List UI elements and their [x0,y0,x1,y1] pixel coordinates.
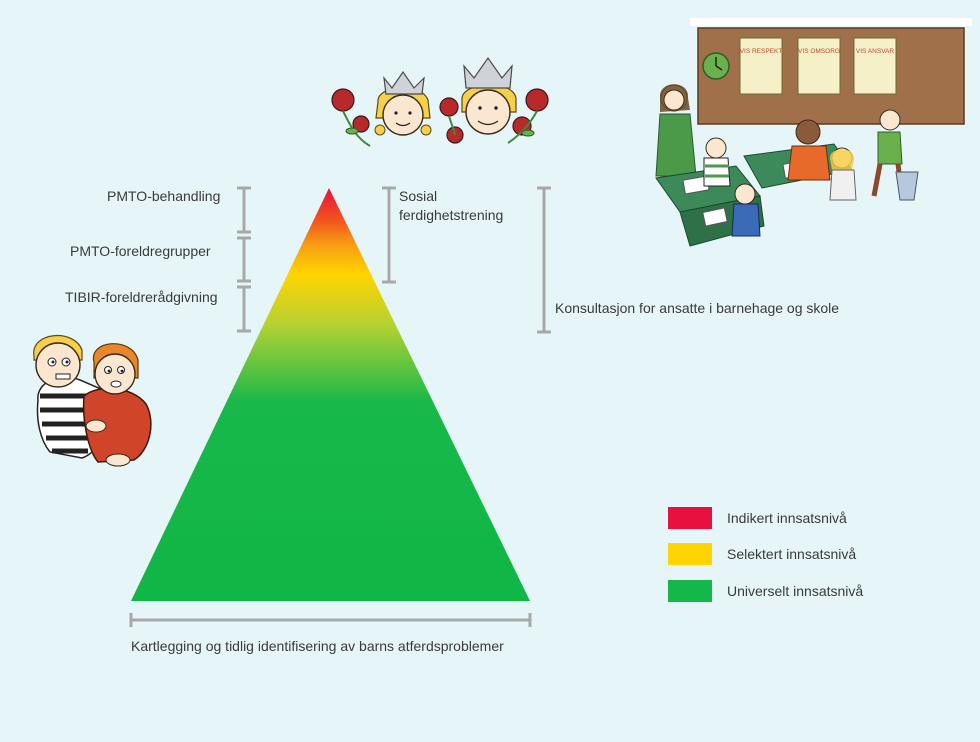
legend-swatch-yellow [668,543,712,565]
label-base-kartlegging: Kartlegging og tidlig identifisering av … [131,638,504,654]
clock-icon [702,52,730,80]
base-bracket [129,613,532,627]
legend-label-selektert: Selektert innsatsnivå [727,546,857,562]
intervention-pyramid [131,188,530,601]
label-sosial-line1: Sosial [399,188,438,204]
poster-ansvar: VIS ANSVAR [856,48,894,55]
classroom-illustration: VIS RESPEKT VIS OMSORG VIS ANSVAR [655,18,972,247]
left-bracket-pmto-foreldregrupper [237,236,251,283]
legend-label-indikert: Indikert innsatsnivå [727,510,847,526]
left-bracket-tibir [237,285,251,333]
left-bracket-pmto-behandling [237,186,251,234]
children-hugging-illustration [33,335,152,467]
label-konsultasjon: Konsultasjon for ansatte i barnehage og … [555,300,840,316]
crowned-children-illustration [331,56,549,147]
poster-respekt: VIS RESPEKT [740,48,783,55]
legend-item-universelt: Universelt innsatsnivå [668,580,863,602]
label-sosial-line2: ferdighetstrening [399,207,504,223]
right-bracket-sosial [382,186,396,284]
label-pmto-foreldregrupper: PMTO-foreldregrupper [70,243,211,259]
legend-swatch-green [668,580,712,602]
right-bracket-konsultasjon [537,186,551,334]
legend-item-indikert: Indikert innsatsnivå [668,507,847,529]
poster-omsorg: VIS OMSORG [798,48,840,55]
legend-label-universelt: Universelt innsatsnivå [727,583,864,599]
label-tibir-foreldreradgivning: TIBIR-foreldrerådgivning [65,289,218,305]
legend-swatch-red [668,507,712,529]
legend-item-selektert: Selektert innsatsnivå [668,543,856,565]
label-pmto-behandling: PMTO-behandling [107,188,221,204]
